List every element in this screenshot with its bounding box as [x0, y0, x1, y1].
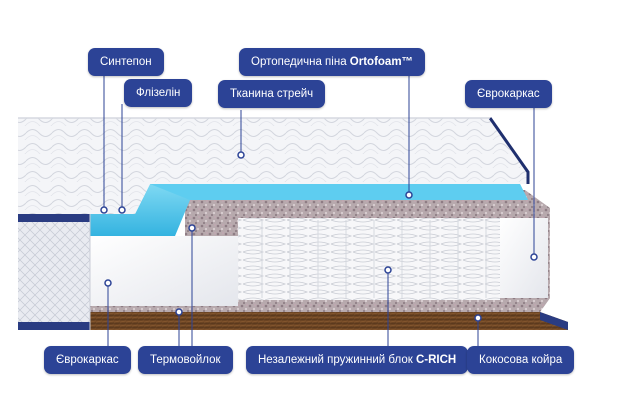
side-panel [18, 214, 90, 330]
label-eurokarkas-bottom-text: Єврокаркас [56, 354, 119, 366]
label-coconut: Кокосова койра [467, 346, 575, 374]
label-stretch: Тканина стрейч [218, 80, 326, 108]
label-flizelin-text: Флізелін [136, 87, 181, 99]
label-sintepon: Синтепон [88, 48, 164, 76]
leader-lines [103, 76, 535, 346]
label-termovoilok-text: Термовойлок [150, 354, 221, 366]
spring-block [238, 218, 500, 300]
label-termovoilok: Термовойлок [138, 346, 233, 374]
dot-markers [100, 151, 538, 322]
coconut-layer [18, 312, 568, 330]
label-ortofoam-text: Ортопедична піна [251, 56, 350, 68]
quilted-cover [18, 118, 528, 214]
label-flizelin: Флізелін [124, 79, 193, 107]
eurokarkas-block-right [500, 218, 548, 298]
label-eurokarkas-bottom: Єврокаркас [44, 346, 131, 374]
label-eurokarkas-top-text: Єврокаркас [477, 88, 540, 100]
label-ortofoam: Ортопедична піна Ortofoam™ [239, 48, 426, 76]
label-ortofoam-brand: Ortofoam™ [349, 56, 414, 68]
label-spring-brand: C-RICH [415, 354, 457, 366]
label-eurokarkas-top: Єврокаркас [465, 80, 552, 108]
label-coconut-text: Кокосова койра [479, 354, 563, 366]
label-spring-block: Незалежний пружинний блок C-RICH [246, 346, 469, 374]
label-stretch-text: Тканина стрейч [230, 88, 314, 100]
label-sintepon-text: Синтепон [100, 56, 152, 68]
label-spring-text: Незалежний пружинний блок [258, 354, 416, 366]
eurokarkas-block-left [90, 236, 238, 306]
